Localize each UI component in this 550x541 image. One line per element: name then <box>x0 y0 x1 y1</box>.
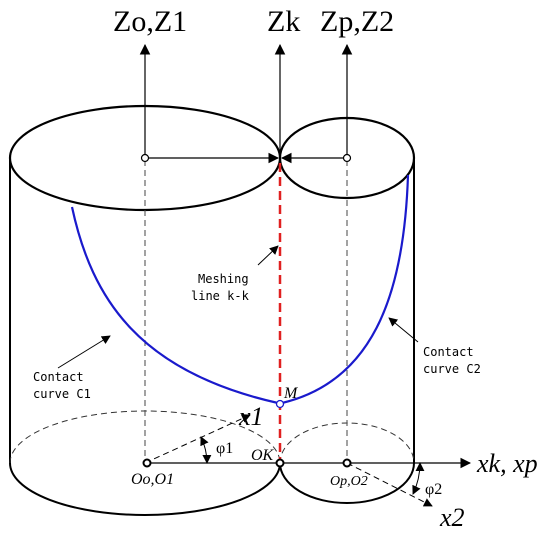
label-x2: x2 <box>439 503 465 532</box>
axis-x1-line <box>144 414 251 464</box>
meshing-pointer <box>257 245 279 266</box>
label-meshing-line-1: Meshing <box>198 272 249 286</box>
label-contact-c1-2: curve C1 <box>33 387 91 401</box>
label-contact-c2-1: Contact <box>423 345 474 359</box>
contact-c1-pointer <box>57 335 111 369</box>
label-o-o-o1: Oo,O1 <box>131 471 174 488</box>
label-z-k: Zk <box>267 5 300 38</box>
top-center-2 <box>342 153 352 163</box>
cylinder-1-bottom-front <box>9 462 281 516</box>
angle-phi1-arc <box>200 436 212 464</box>
label-x1: x1 <box>238 402 264 431</box>
point-m-marker <box>275 399 285 409</box>
origin-o1-dot <box>142 458 152 468</box>
contact-c2-pointer <box>388 317 419 343</box>
label-contact-c1-1: Contact <box>33 370 84 384</box>
vertical-axes <box>139 43 353 463</box>
contact-curve-c2 <box>281 174 410 405</box>
top-center-1 <box>140 153 150 163</box>
origin-o2-dot <box>342 458 352 468</box>
label-contact-c2-2: curve C2 <box>423 362 481 376</box>
label-phi2: φ2 <box>425 481 442 498</box>
label-m: M <box>283 385 299 402</box>
label-z-p-z2: Zp,Z2 <box>320 5 394 38</box>
label-o-k: OK <box>251 447 275 464</box>
axis-x2-line <box>346 462 433 507</box>
angle-phi2-arc <box>412 462 425 495</box>
label-meshing-line-2: line k-k <box>191 289 250 303</box>
label-o-p-o2: Op,O2 <box>330 474 368 489</box>
annotation-arrows <box>57 245 419 369</box>
label-z-o-z1: Zo,Z1 <box>113 5 187 38</box>
label-phi1: φ1 <box>216 440 233 457</box>
label-x-k-x-p: xk, xp <box>476 449 538 478</box>
origin-ok-dot <box>275 458 285 468</box>
bottom-axes <box>144 414 472 507</box>
contact-curve-c1 <box>70 206 279 405</box>
cylinder-2-bottom-front <box>279 462 415 504</box>
